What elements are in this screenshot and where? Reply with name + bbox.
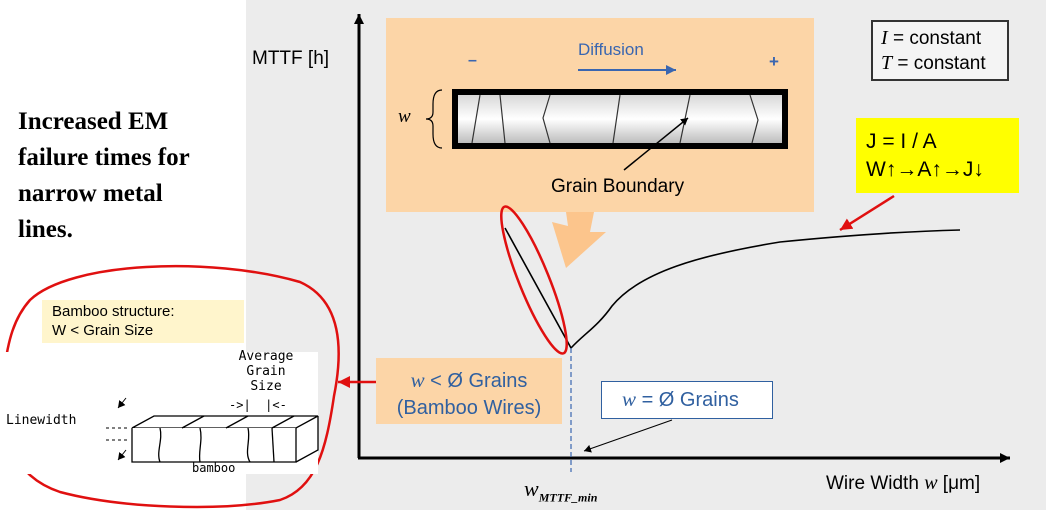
equal-grains-box: w = Ø Grains bbox=[601, 381, 773, 419]
current-density-box: J = I / A W↑→A↑→J↓ bbox=[856, 118, 1019, 193]
current-density-formula: J = I / A bbox=[866, 130, 937, 153]
x-axis-label-var: w bbox=[924, 472, 938, 494]
linewidth-label: Linewidth bbox=[6, 413, 77, 428]
average-grain-size-line: Grain bbox=[246, 364, 286, 379]
wmin-tick-label: wMTTF_min bbox=[524, 476, 597, 505]
headline: Increased EM failure times for narrow me… bbox=[18, 104, 248, 248]
mttf-curve bbox=[504, 227, 961, 350]
current-density-trend: W↑→A↑→J↓ bbox=[866, 158, 984, 181]
grain-boundary-label: Grain Boundary bbox=[551, 176, 685, 197]
average-grain-size-line: Size bbox=[250, 379, 282, 394]
wmin-tick-subscript: MTTF_min bbox=[538, 490, 598, 505]
x-axis-label: Wire Width w [μm] bbox=[826, 472, 980, 495]
bamboo-branch-highlight bbox=[500, 205, 568, 355]
wire-core bbox=[458, 95, 782, 143]
average-grain-size-line: Average bbox=[238, 349, 294, 364]
headline-line: narrow metal bbox=[18, 180, 163, 207]
bamboo-structure-callout: Bamboo structure: W < Grain Size bbox=[42, 300, 244, 343]
x-axis-label-unit: [μm] bbox=[937, 473, 981, 494]
equal-grains-var: w bbox=[622, 387, 637, 411]
bamboo-label: bamboo bbox=[192, 461, 236, 475]
callout-line: W < Grain Size bbox=[52, 322, 154, 339]
w-brace bbox=[425, 89, 443, 149]
condition-var: I bbox=[881, 27, 888, 49]
condition-text: = constant bbox=[892, 53, 986, 74]
wmin-tick-var: w bbox=[524, 476, 539, 501]
headline-line: failure times for bbox=[18, 144, 190, 171]
linewidth-arrow-bottom bbox=[117, 449, 127, 461]
bamboo-wires-box: w < Ø Grains (Bamboo Wires) bbox=[376, 358, 562, 424]
j-box-arrow bbox=[839, 194, 895, 232]
headline-line: Increased EM bbox=[18, 108, 169, 135]
plus-sign: + bbox=[769, 52, 779, 71]
headline-line: lines. bbox=[18, 216, 73, 243]
diffusion-label: Diffusion bbox=[578, 40, 644, 59]
bamboo-wires-condition: w < Ø Grains bbox=[376, 367, 562, 395]
linewidth-arrow-top bbox=[117, 397, 127, 409]
bamboo-wires-label: (Bamboo Wires) bbox=[396, 397, 542, 419]
inset-pointer-arrow bbox=[552, 212, 606, 268]
condition-text: = constant bbox=[887, 28, 982, 49]
conditions-box: I = constant T = constant bbox=[871, 20, 1009, 81]
average-grain-size-label: Average Grain Size bbox=[226, 349, 306, 394]
equal-box-pointer bbox=[583, 419, 673, 453]
grain-boundary-pointer bbox=[623, 117, 689, 171]
condition-var: T bbox=[881, 52, 893, 74]
wire-width-label: w bbox=[398, 106, 411, 127]
bamboo-wire-sketch bbox=[131, 415, 319, 463]
bamboo-wires-text: < Ø Grains bbox=[424, 370, 528, 392]
minus-sign: – bbox=[468, 52, 477, 69]
equal-grains-text: = Ø Grains bbox=[636, 389, 739, 411]
condition-current: I = constant bbox=[881, 26, 1007, 51]
grain-size-arrows: ->| |<- bbox=[229, 398, 287, 412]
x-axis-label-prefix: Wire Width bbox=[826, 473, 925, 494]
callout-line: Bamboo structure: bbox=[52, 303, 175, 320]
y-axis-label: MTTF [h] bbox=[252, 48, 330, 69]
bamboo-wires-var: w bbox=[410, 368, 425, 392]
condition-temperature: T = constant bbox=[881, 51, 1007, 76]
